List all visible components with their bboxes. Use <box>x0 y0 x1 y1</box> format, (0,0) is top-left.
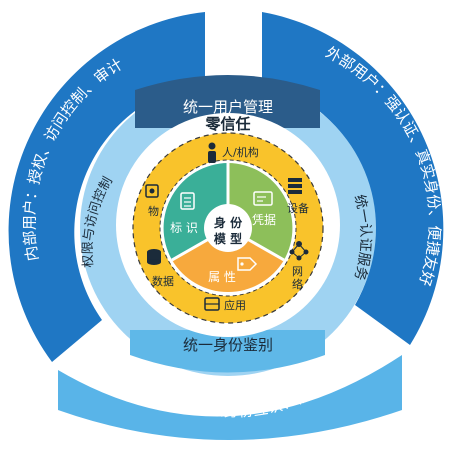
network-label-1: 网 <box>292 265 303 278</box>
core-title-line2: 模 型 <box>214 231 242 246</box>
data-icon <box>147 249 161 265</box>
object-label: 物 <box>148 204 159 218</box>
credential-label: 凭据 <box>252 212 276 227</box>
credential-icon <box>253 191 273 206</box>
object-icon <box>145 184 159 198</box>
entity-ring-dash-outer <box>132 132 324 324</box>
core-title-line1: 身 份 <box>214 215 243 230</box>
data-label: 数据 <box>152 274 174 288</box>
zero-trust-label: 零信任 <box>204 115 250 133</box>
device-label: 设备 <box>287 201 309 215</box>
attribute-label: 属 性 <box>208 270 236 284</box>
middle-bottom-band <box>130 330 325 373</box>
middle-top-label: 统一用户管理 <box>183 98 273 116</box>
network-icon <box>289 241 309 261</box>
outer-bottom-segment <box>58 355 402 440</box>
attribute-icon <box>237 257 258 271</box>
device-icon <box>288 178 302 194</box>
core-center <box>204 204 252 252</box>
outer-left-segment <box>8 12 206 362</box>
network-label-2: 络 <box>292 277 303 291</box>
people-icon <box>208 142 216 163</box>
application-icon <box>204 297 220 311</box>
identifier-label: 标 识 <box>170 221 198 235</box>
identifier-icon <box>180 192 195 210</box>
middle-top-band <box>135 75 320 128</box>
application-label: 应用 <box>224 298 246 312</box>
middle-bottom-label: 统一身份鉴别 <box>183 336 273 354</box>
people-label: 人/机构 <box>222 145 259 159</box>
